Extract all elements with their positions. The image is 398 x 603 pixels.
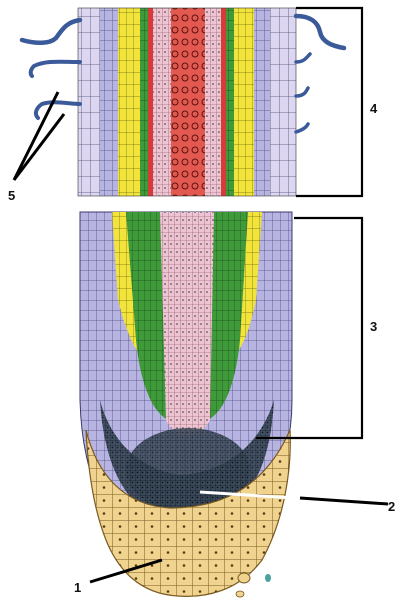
root-hair-zone-drawing xyxy=(22,8,344,196)
red-vessel-thin-left xyxy=(148,8,153,196)
central-vessel xyxy=(171,8,205,196)
root-hair-right-4 xyxy=(296,124,308,132)
leader-line-2-outer xyxy=(300,498,388,504)
stele-pink-left xyxy=(153,8,171,196)
root-hair-left-2 xyxy=(31,62,80,76)
root-tip-drawing xyxy=(80,212,292,597)
root-hair-left-1 xyxy=(22,20,80,43)
bracket-4 xyxy=(296,8,362,196)
root-hair-right-3 xyxy=(296,88,308,96)
label-1: 1 xyxy=(74,580,81,595)
stele-pink-right xyxy=(205,8,221,196)
yellow-band-right xyxy=(232,8,254,196)
label-2: 2 xyxy=(388,499,395,514)
sloughed-cell-3 xyxy=(236,591,244,597)
leader-line-5b xyxy=(14,114,64,180)
root-hair-left-3 xyxy=(36,102,80,118)
label-4: 4 xyxy=(370,101,378,116)
epidermis-right xyxy=(268,8,296,196)
leader-line-5a xyxy=(14,92,58,180)
label-5: 5 xyxy=(8,188,15,203)
root-hair-right-2 xyxy=(296,54,310,62)
green-strip-right xyxy=(226,8,234,196)
red-vessel-thin-right xyxy=(221,8,226,196)
green-strip-left xyxy=(140,8,148,196)
sloughed-cell-2 xyxy=(265,574,271,582)
stele-lower xyxy=(160,212,214,435)
root-hair-right-1 xyxy=(296,16,344,48)
epidermis-left xyxy=(78,8,102,196)
label-3: 3 xyxy=(370,319,377,334)
cortex-left xyxy=(100,8,120,196)
sloughed-cell-1 xyxy=(238,573,250,583)
